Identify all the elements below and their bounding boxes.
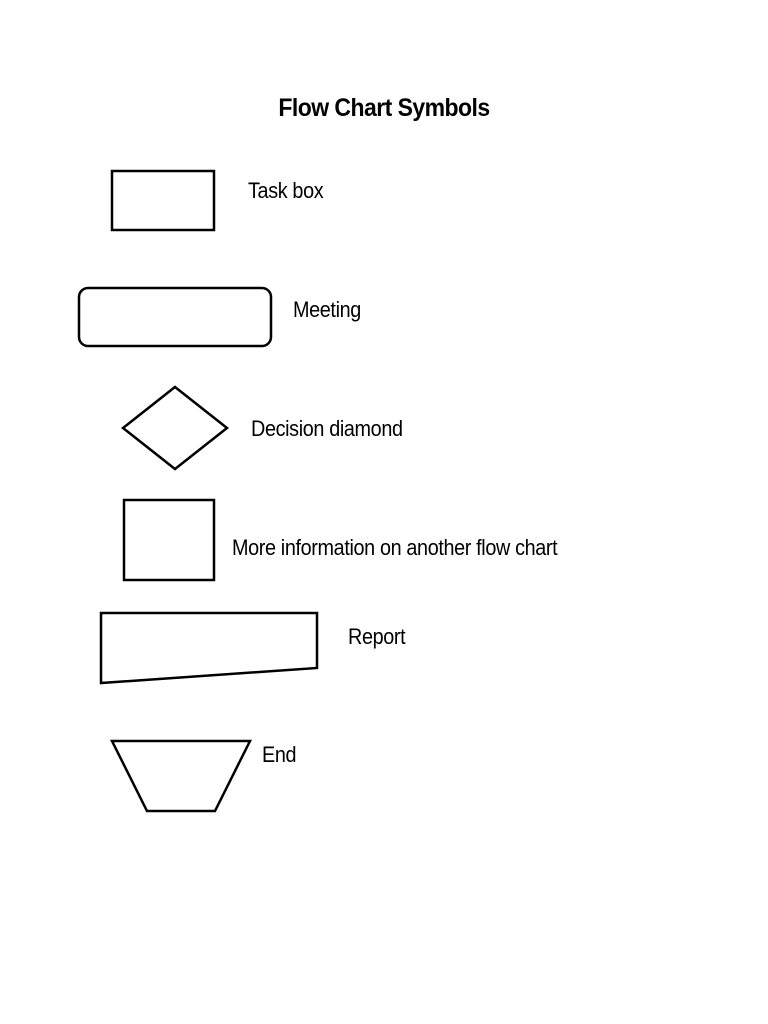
- decision-diamond-symbol: [120, 385, 230, 471]
- more-information-symbol: [122, 498, 216, 582]
- page-title: Flow Chart Symbols: [278, 94, 490, 122]
- meeting-label: Meeting: [293, 297, 361, 322]
- task-box-symbol: [110, 169, 216, 232]
- end-symbol: [109, 739, 253, 813]
- more-information-label: More information on another flow chart: [232, 535, 558, 560]
- meeting-symbol: [77, 286, 273, 348]
- report-symbol: [99, 611, 319, 685]
- end-label: End: [262, 742, 297, 767]
- decision-diamond-label: Decision diamond: [251, 416, 403, 441]
- report-label: Report: [348, 624, 406, 649]
- task-box-label: Task box: [248, 178, 324, 203]
